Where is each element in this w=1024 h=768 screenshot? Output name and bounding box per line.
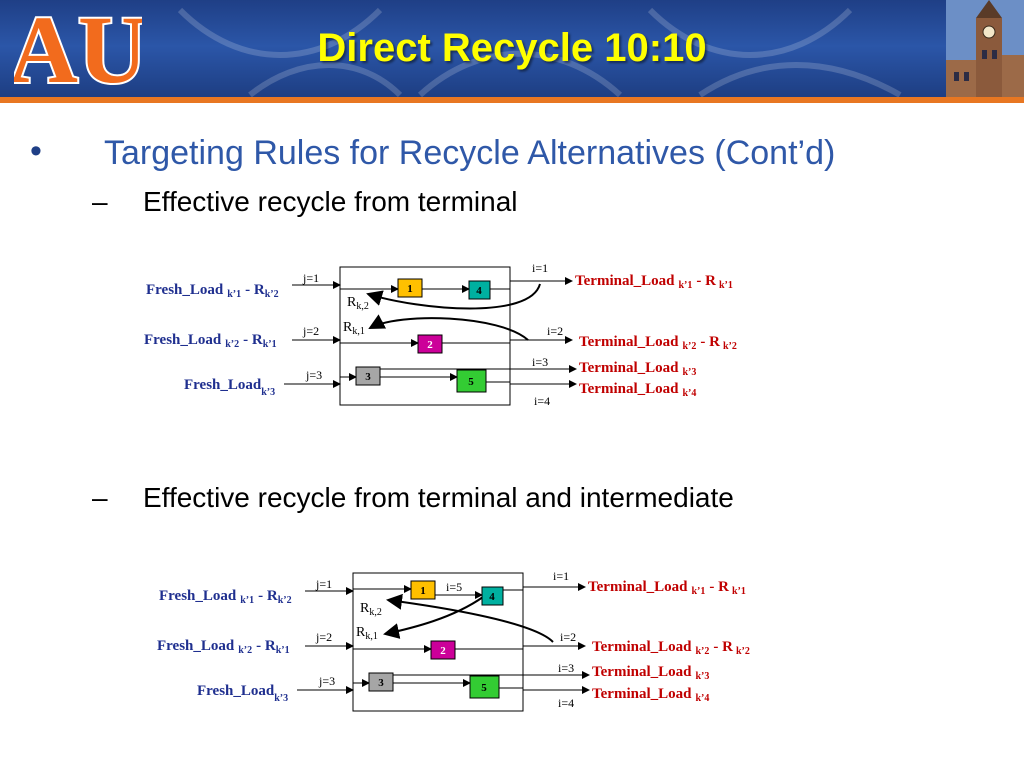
slide-title: Direct Recycle 10:10 bbox=[317, 26, 707, 70]
unit-1 bbox=[397, 278, 423, 298]
sub-bullet-terminal: Effective recycle from terminal bbox=[143, 186, 518, 217]
svg-text:j=3: j=3 bbox=[318, 674, 335, 688]
recycle-curve-k1 bbox=[383, 596, 484, 639]
svg-text:1: 1 bbox=[420, 585, 426, 597]
svg-text:i=1: i=1 bbox=[553, 569, 569, 583]
svg-text:5: 5 bbox=[481, 682, 487, 694]
svg-text:i=4: i=4 bbox=[534, 394, 550, 408]
svg-text:3: 3 bbox=[378, 677, 384, 689]
svg-text:i=5: i=5 bbox=[446, 580, 462, 594]
svg-text:AU: AU bbox=[14, 4, 142, 96]
svg-text:i=3: i=3 bbox=[558, 661, 574, 675]
recycle-label-k2: Rk,2 bbox=[347, 295, 369, 312]
unit-4 bbox=[468, 280, 491, 300]
banner-orange-stripe bbox=[0, 97, 1024, 103]
svg-text:j=1: j=1 bbox=[315, 577, 332, 591]
svg-text:j=2: j=2 bbox=[302, 324, 319, 338]
svg-text:j=2: j=2 bbox=[315, 630, 332, 644]
dash-marker: – bbox=[92, 482, 108, 513]
clock-tower-image bbox=[946, 0, 1024, 103]
recycle-label-k2: Rk,2 bbox=[360, 601, 382, 618]
svg-text:i=4: i=4 bbox=[558, 696, 574, 710]
unit-1 bbox=[410, 580, 436, 600]
svg-text:i=2: i=2 bbox=[560, 630, 576, 644]
svg-text:i=2: i=2 bbox=[547, 324, 563, 338]
recycle-curve-k1 bbox=[368, 314, 529, 341]
unit-5 bbox=[456, 369, 487, 393]
unit-2 bbox=[430, 640, 456, 660]
fresh-load-label-3: Fresh_Loadk’3 bbox=[184, 377, 275, 398]
svg-text:3: 3 bbox=[365, 371, 371, 383]
banner-pattern bbox=[177, 7, 902, 98]
svg-text:4: 4 bbox=[476, 285, 482, 297]
recycle-curve-k2 bbox=[366, 283, 541, 310]
unit-2 bbox=[417, 334, 443, 354]
svg-text:i=3: i=3 bbox=[532, 355, 548, 369]
recycle-label-k1: Rk,1 bbox=[356, 625, 378, 642]
svg-text:2: 2 bbox=[440, 645, 446, 657]
svg-text:4: 4 bbox=[489, 591, 495, 603]
header-banner: AU Direct Recycle 10:10 bbox=[0, 0, 1024, 103]
dash-marker: – bbox=[92, 186, 108, 217]
unit-5 bbox=[469, 675, 500, 699]
recycle-label-k1: Rk,1 bbox=[343, 320, 365, 337]
fresh-load-label-3: Fresh_Loadk’3 bbox=[197, 683, 288, 704]
svg-text:1: 1 bbox=[407, 283, 413, 295]
svg-text:2: 2 bbox=[427, 339, 433, 351]
sub-bullet-terminal-intermediate: Effective recycle from terminal and inte… bbox=[143, 482, 734, 513]
recycle-curve-k2 bbox=[386, 593, 554, 643]
svg-text:5: 5 bbox=[468, 376, 474, 388]
svg-text:i=1: i=1 bbox=[532, 261, 548, 275]
svg-text:j=3: j=3 bbox=[305, 368, 322, 382]
bullet-dot: • bbox=[30, 132, 42, 170]
auburn-logo: AU bbox=[14, 4, 142, 96]
unit-3 bbox=[355, 366, 381, 386]
unit-3 bbox=[368, 672, 394, 692]
unit-4 bbox=[481, 586, 504, 606]
main-bullet: Targeting Rules for Recycle Alternatives… bbox=[104, 134, 836, 172]
svg-text:j=1: j=1 bbox=[302, 271, 319, 285]
